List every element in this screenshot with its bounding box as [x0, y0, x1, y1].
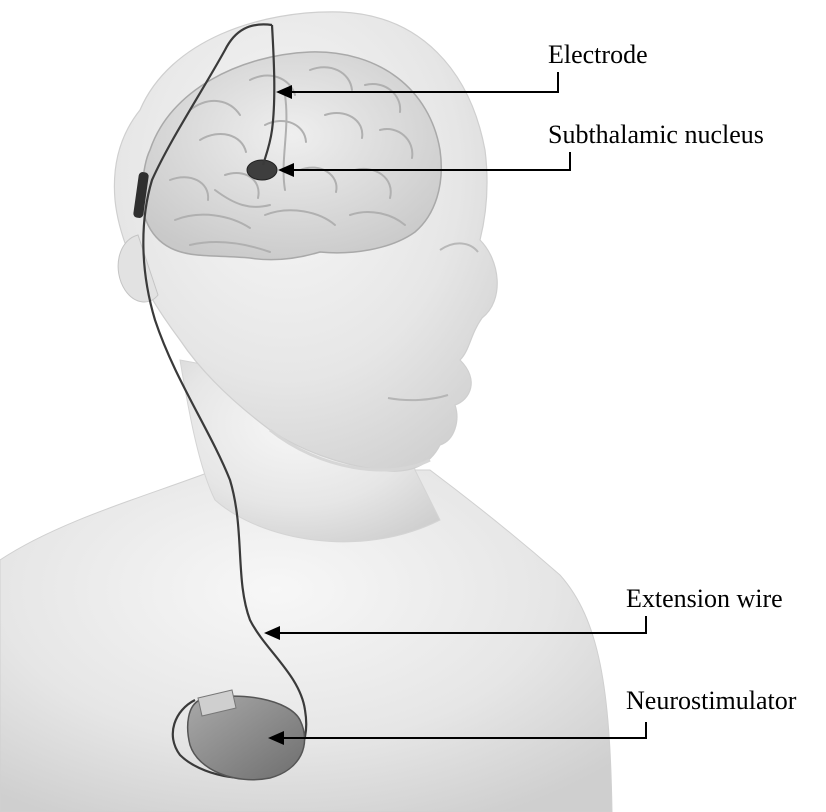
label-electrode: Electrode: [548, 42, 648, 68]
subthalamic-nucleus: [247, 160, 277, 180]
label-extension-wire: Extension wire: [626, 586, 783, 612]
label-neurostimulator: Neurostimulator: [626, 688, 796, 714]
label-subthalamic-nucleus: Subthalamic nucleus: [548, 122, 764, 148]
